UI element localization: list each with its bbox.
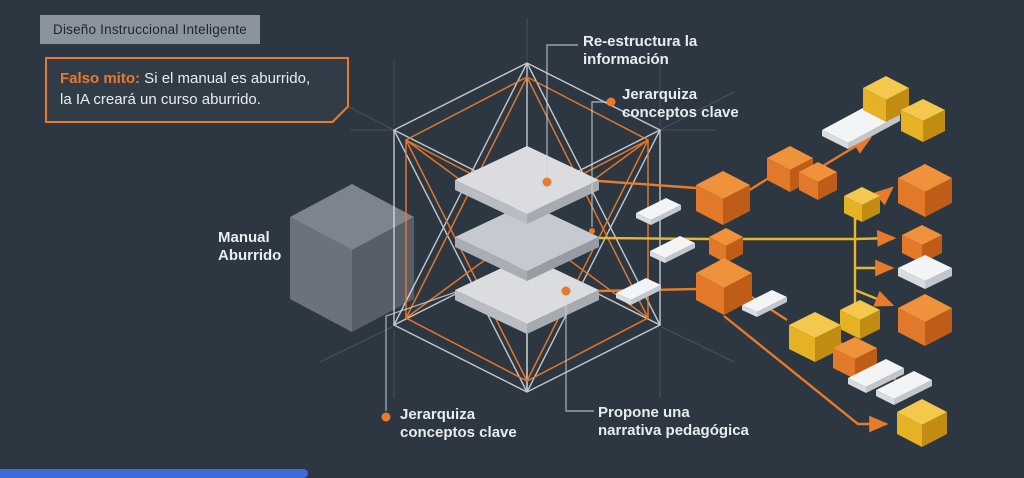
annotation-restructure-line1: Re-estructura la xyxy=(583,33,698,50)
input-label-line1: Manual xyxy=(218,229,270,246)
transfer-tiles xyxy=(616,198,787,317)
annotation-narrative-line2: narrativa pedagógica xyxy=(598,422,749,440)
annotation-narrative: Propone una narrativa pedagógica xyxy=(598,404,749,441)
input-label-manual-aburrido: Manual Aburrido xyxy=(218,229,281,266)
annotation-hierarchy-top-line1: Jerarquiza xyxy=(622,86,698,103)
myth-highlight: Falso mito: xyxy=(60,70,141,87)
annotation-restructure: Re-estructura la información xyxy=(583,33,697,70)
myth-text-line2: la IA creará un curso aburrido. xyxy=(60,91,261,108)
annotation-hierarchy-top-line2: conceptos clave xyxy=(622,104,739,122)
annotation-narrative-line1: Propone una xyxy=(598,404,690,421)
myth-text-line1: Si el manual es aburrido, xyxy=(140,70,311,87)
annotation-restructure-line2: información xyxy=(583,51,669,69)
myth-callout-text: Falso mito: Si el manual es aburrido, la… xyxy=(47,59,347,121)
annotation-dot-top-right xyxy=(606,97,616,107)
annotation-dot-bottom-right xyxy=(561,286,571,296)
footer-accent-bar xyxy=(0,469,308,478)
flow-network-nodes xyxy=(696,76,952,447)
annotation-leaders xyxy=(381,44,616,422)
annotation-hierarchy-top: Jerarquiza conceptos clave xyxy=(622,86,739,123)
annotation-dot-bottom-left xyxy=(381,412,391,422)
title-badge: Diseño Instruccional Inteligente xyxy=(40,15,261,44)
title-badge-label: Diseño Instruccional Inteligente xyxy=(53,22,248,37)
annotation-hierarchy-bottom-line1: Jerarquiza xyxy=(400,406,476,423)
annotation-hierarchy-bottom-line2: conceptos clave xyxy=(400,424,517,442)
annotation-dot-top xyxy=(542,177,552,187)
input-label-line2: Aburrido xyxy=(218,247,282,265)
content-layer-plates xyxy=(455,146,599,334)
grey-manual-cube xyxy=(290,184,414,332)
annotation-dot-mid xyxy=(589,228,595,234)
myth-callout: Falso mito: Si el manual es aburrido, la… xyxy=(45,57,349,123)
annotation-hierarchy-bottom: Jerarquiza conceptos clave xyxy=(400,406,517,443)
